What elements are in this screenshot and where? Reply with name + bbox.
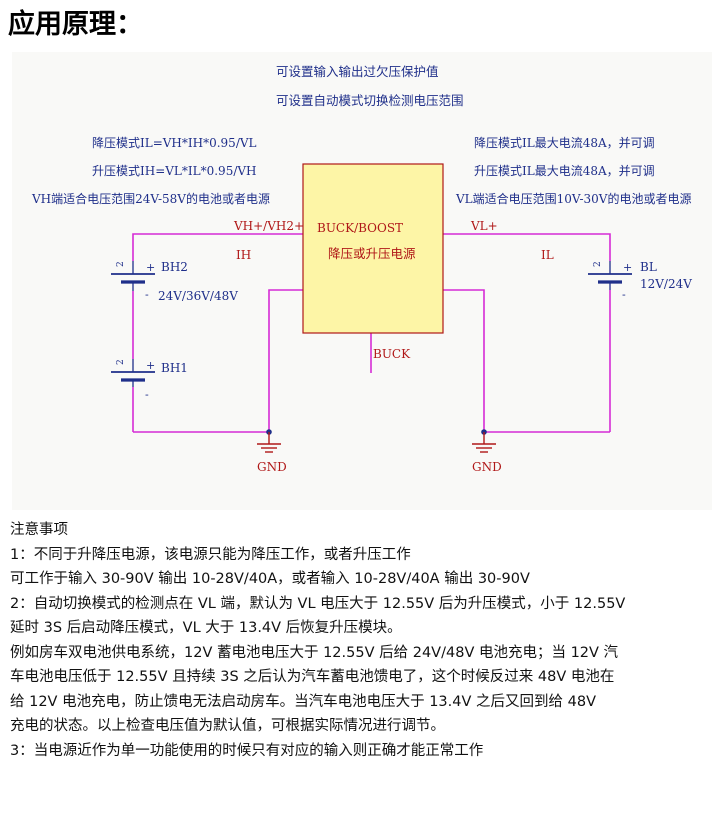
- wire-left-gnd-return: [268, 289, 303, 432]
- current-il-label: IL: [541, 248, 554, 262]
- bl-pin-number: 2: [593, 261, 603, 267]
- battery-bh1: 2 + -: [111, 359, 155, 401]
- buck-boost-module: [302, 163, 444, 334]
- battery-bl: 2 + -: [588, 261, 632, 301]
- bh1-plus: +: [146, 359, 155, 372]
- circuit-svg: 可设置输入输出过欠压保护值 可设置自动模式切换检测电压范围 降压模式IL=VH*…: [31, 64, 692, 474]
- notes-line-1: 1：不同于升降压电源，该电源只能为降压工作，或者升压工作: [10, 546, 411, 563]
- top-note-2: 可设置自动模式切换检测电压范围: [276, 93, 464, 108]
- circuit-diagram: 可设置输入输出过欠压保护值 可设置自动模式切换检测电压范围 降压模式IL=VH*…: [12, 52, 712, 510]
- bh2-plus: +: [146, 261, 155, 274]
- gnd-right-label: GND: [472, 460, 502, 474]
- notes-line-7: 给 12V 电池充电，防止馈电无法启动房车。当汽车电池电压大于 13.4V 之后…: [10, 693, 596, 710]
- bh2-label: BH2: [161, 260, 188, 274]
- gnd-left-icon: [257, 432, 281, 453]
- gnd-right-icon: [472, 432, 496, 453]
- formula-buck: 降压模式IL=VH*IH*0.95/VL: [92, 136, 257, 150]
- vh-range-note: VH端适合电压范围24V-58V的电池或者电源: [31, 191, 270, 206]
- bh1-label: BH1: [161, 361, 188, 375]
- bh2-pin-number: 2: [116, 261, 126, 267]
- bl-label: BL: [640, 260, 657, 274]
- notes-section: 注意事项 1：不同于升降压电源，该电源只能为降压工作，或者升压工作 可工作于输入…: [10, 518, 710, 763]
- notes-heading: 注意事项: [10, 522, 68, 538]
- pin-vl-label: VL+: [470, 219, 498, 233]
- bh1-pin-number: 2: [116, 359, 126, 365]
- notes-line-2: 可工作于输入 30-90V 输出 10-28V/40A，或者输入 10-28V/…: [10, 571, 530, 587]
- notes-line-4: 延时 3S 后启动降压模式，VL 大于 13.4V 后恢复升压模块。: [10, 620, 402, 636]
- bh1-minus: -: [145, 388, 149, 401]
- wire-vh-plus: [132, 233, 303, 261]
- notes-line-3: 2：自动切换模式的检测点在 VL 端，默认为 VL 电压大于 12.55V 后为…: [10, 595, 626, 612]
- vl-range-note: VL端适合电压范围10V-30V的电池或者电源: [455, 191, 691, 206]
- notes-line-9: 3：当电源近作为单一功能使用的时候只有对应的输入则正确才能正常工作: [10, 742, 484, 759]
- page-title: 应用原理：: [8, 9, 143, 40]
- formula-boost: 升压模式IH=VL*IL*0.95/VH: [92, 164, 257, 178]
- module-title: BUCK/BOOST: [317, 221, 403, 235]
- bl-voltage: 12V/24V: [640, 277, 692, 291]
- pin-vh-label: VH+/VH2+: [233, 219, 304, 233]
- notes-line-6: 车电池电压低于 12.55V 且持续 3S 之后认为汽车蓄电池馈电了，这个时候反…: [10, 669, 615, 685]
- battery-bh2: 2 + -: [111, 261, 155, 301]
- bl-minus: -: [622, 288, 626, 301]
- bh2-minus: -: [145, 288, 149, 301]
- buck-max-current-note: 降压模式IL最大电流48A，并可调: [474, 136, 655, 150]
- bl-plus: +: [623, 261, 632, 274]
- notes-line-5: 例如房车双电池供电系统，12V 蓄电池电压大于 12.55V 后给 24V/48…: [10, 644, 619, 661]
- bh2-voltage: 24V/36V/48V: [158, 289, 238, 303]
- gnd-left-label: GND: [257, 460, 287, 474]
- wire-right-gnd-return: [443, 289, 485, 432]
- module-subtitle: 降压或升压电源: [328, 246, 416, 261]
- wires: [132, 233, 611, 433]
- wire-vl-plus: [443, 233, 611, 261]
- top-note-1: 可设置输入输出过欠压保护值: [276, 64, 439, 79]
- boost-max-current-note: 升压模式IL最大电流48A，并可调: [474, 164, 655, 178]
- current-ih-label: IH: [236, 248, 251, 262]
- notes-line-8: 充电的状态。以上检查电压值为默认值，可根据实际情况进行调节。: [10, 718, 445, 734]
- pin-buck-label: BUCK: [373, 347, 411, 361]
